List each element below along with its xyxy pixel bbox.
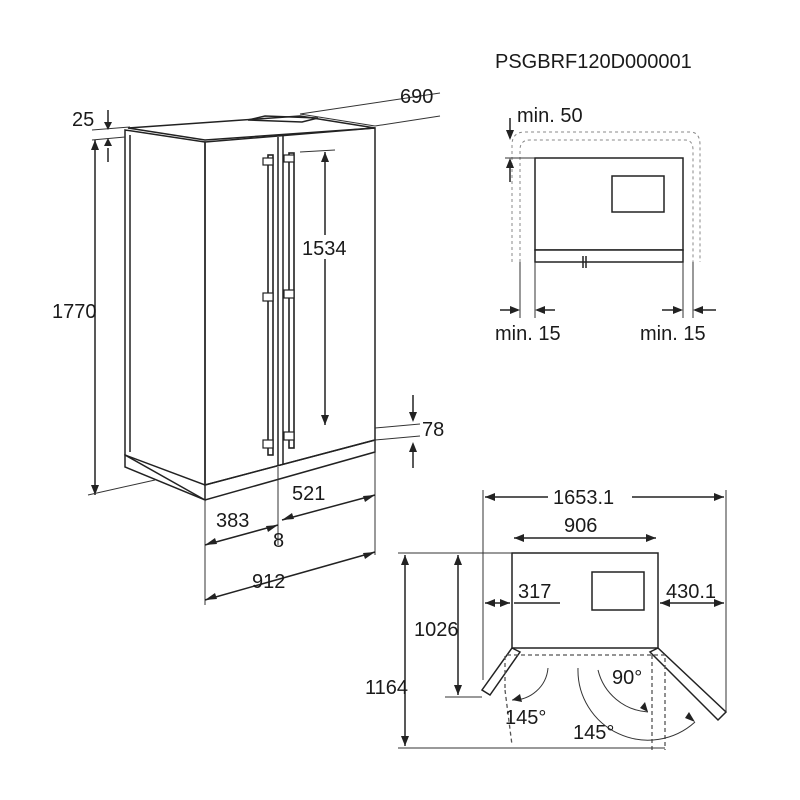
fridge-side bbox=[124, 129, 206, 502]
clearance-top: min. 50 bbox=[517, 105, 583, 127]
dim-left-door-width: 383 bbox=[216, 510, 249, 532]
arc-right-145 bbox=[577, 667, 696, 741]
dim-total-width: 912 bbox=[252, 571, 285, 593]
dim-right-door-width: 521 bbox=[292, 483, 325, 505]
left-handle bbox=[267, 154, 274, 456]
dim-right-swing: 430.1 bbox=[666, 581, 716, 603]
door-opening-view: 1653.1 906 317 430.1 1026 1164 145° bbox=[365, 484, 728, 750]
display-panel-top bbox=[591, 571, 645, 611]
dim-depth-closed: 1026 bbox=[414, 619, 459, 641]
left-door-open bbox=[480, 647, 522, 697]
dim-body-width: 906 bbox=[564, 515, 597, 537]
fridge-dimensions: 690 25 1770 1534 78 bbox=[52, 86, 444, 605]
fridge-perspective bbox=[124, 115, 376, 502]
top-hinge-plate bbox=[247, 115, 319, 123]
clearance-view: min. 50 min. 15 min. 15 bbox=[495, 105, 716, 345]
dim-left-swing: 317 bbox=[518, 581, 551, 603]
display-panel bbox=[611, 175, 665, 213]
clearance-left: min. 15 bbox=[495, 323, 561, 345]
dim-base-height: 78 bbox=[422, 419, 444, 441]
right-handle bbox=[288, 152, 295, 449]
fridge-base bbox=[124, 439, 376, 501]
clearance-right: min. 15 bbox=[640, 323, 706, 345]
angle-right-open: 145° bbox=[573, 722, 614, 744]
door-front bbox=[534, 249, 684, 263]
dim-depth-open: 1164 bbox=[365, 677, 408, 699]
arc-left bbox=[511, 667, 549, 701]
dim-height: 1770 bbox=[52, 301, 97, 323]
dim-door-gap: 8 bbox=[273, 530, 284, 552]
dim-door-height: 1534 bbox=[302, 238, 347, 260]
dim-top-clearance: 25 bbox=[72, 109, 94, 131]
angle-left: 145° bbox=[505, 707, 546, 729]
model-code: PSGBRF120D000001 bbox=[495, 51, 692, 73]
arc-right-90 bbox=[597, 669, 649, 713]
angle-right: 90° bbox=[612, 667, 642, 689]
dim-depth: 690 bbox=[400, 86, 433, 108]
dim-total-open-width: 1653.1 bbox=[553, 487, 614, 509]
wall-outline bbox=[511, 131, 701, 262]
right-door-open bbox=[648, 647, 728, 722]
